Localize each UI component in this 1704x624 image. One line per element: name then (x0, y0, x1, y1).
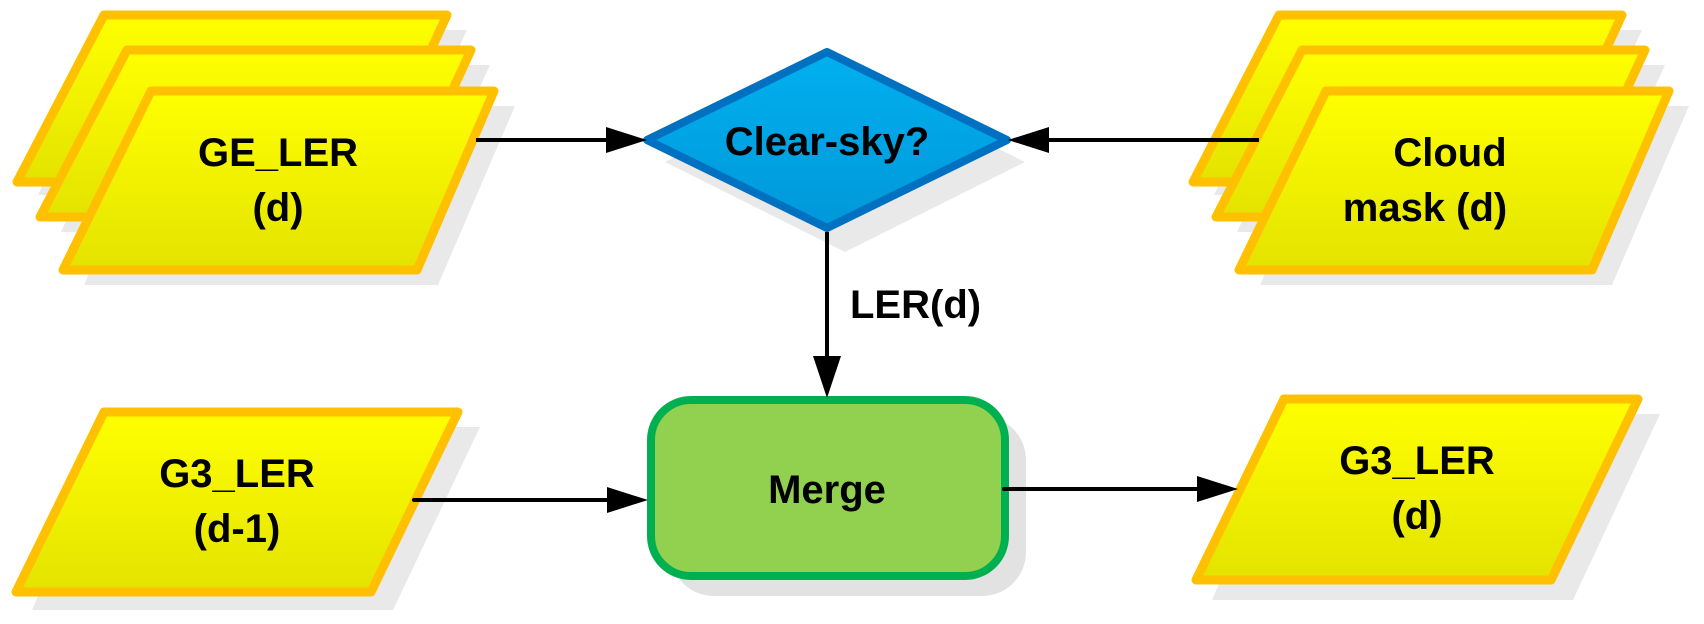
edge-label: LER(d) (850, 283, 981, 327)
node-cloud-mask[interactable]: Cloud mask (d) (1188, 10, 1689, 285)
node-label-line-1: G3_LER (159, 452, 315, 496)
edge-ge-ler-to-clear-sky (476, 127, 647, 153)
data-shape-front (1234, 86, 1674, 275)
node-label-line-1: GE_LER (198, 131, 358, 175)
node-label-line-1: Cloud (1393, 131, 1506, 175)
arrowhead-icon (1197, 476, 1238, 502)
node-label-line-2: mask (d) (1343, 186, 1508, 230)
edge-cloud-mask-to-clear-sky (1008, 127, 1259, 153)
node-label-line-2: (d) (252, 186, 303, 230)
node-merge-process[interactable]: Merge (647, 396, 1026, 596)
node-label: Merge (768, 468, 886, 512)
node-label-line-2: (d) (1391, 494, 1442, 538)
edge-clear-sky-to-merge: LER(d) (813, 232, 981, 398)
edge-merge-to-g3-ler-out (1002, 476, 1238, 502)
node-g3-ler-previous[interactable]: G3_LER (d-1) (11, 407, 480, 610)
edge-g3-ler-prev-to-merge (412, 487, 648, 513)
arrowhead-icon (813, 356, 841, 398)
node-ge-ler[interactable]: GE_LER (d) (12, 10, 515, 285)
data-shape (1191, 394, 1643, 585)
arrowhead-icon (607, 487, 648, 513)
data-shape-front (58, 86, 499, 275)
arrowhead-icon (606, 127, 647, 153)
node-clear-sky-decision[interactable]: Clear-sky? (643, 48, 1025, 252)
data-shape (11, 407, 463, 597)
node-g3-ler-output[interactable]: G3_LER (d) (1191, 394, 1660, 600)
node-label-line-1: G3_LER (1339, 439, 1495, 483)
node-label-line-2: (d-1) (194, 507, 281, 551)
decision-diamond (643, 48, 1011, 232)
arrowhead-icon (1008, 127, 1049, 153)
node-label: Clear-sky? (725, 120, 930, 164)
